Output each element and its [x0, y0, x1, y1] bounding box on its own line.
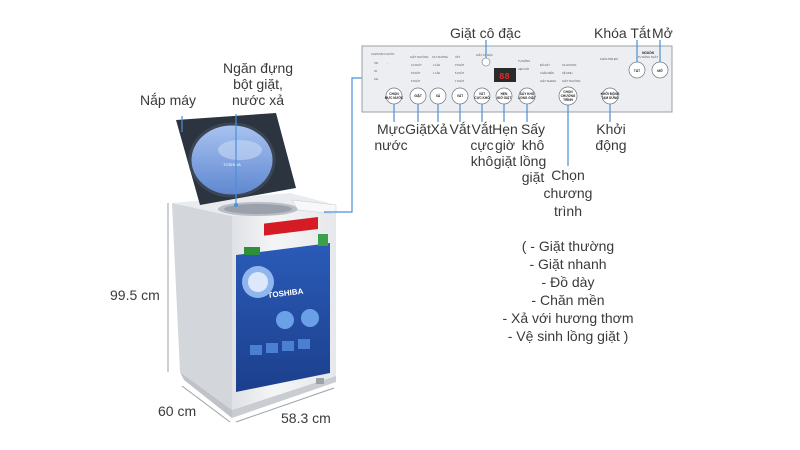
svg-text:KHÓA TRẺ EM: KHÓA TRẺ EM — [600, 56, 618, 61]
program-item: - Chăn mền — [531, 292, 605, 308]
water-level-label: Mực nước — [374, 121, 408, 153]
program-item: - Đồ dày — [541, 274, 595, 290]
svg-text:XẢ THƯỜNG: XẢ THƯỜNG — [432, 54, 448, 59]
spin-label: Vắt — [449, 121, 471, 137]
svg-text:XẢ HƯƠNG: XẢ HƯƠNG — [562, 62, 576, 67]
svg-text:78L: 78L — [374, 61, 379, 65]
power-off-button[interactable]: TẮT — [628, 61, 646, 79]
svg-text:MỰC NƯỚC: MỰC NƯỚC — [385, 95, 404, 100]
svg-text:XẢ: XẢ — [436, 93, 441, 98]
svg-text:9 PHÚT: 9 PHÚT — [455, 62, 465, 67]
svg-text:6 PHÚT: 6 PHÚT — [411, 78, 421, 83]
program-item: ( - Giặt thường — [521, 238, 615, 254]
svg-text:2 LẦN: 2 LẦN — [433, 63, 440, 67]
program-select-label: Chọn chương trình — [543, 167, 593, 219]
svg-text:SẤY KHÔ: SẤY KHÔ — [520, 91, 535, 96]
svg-text:VẮT: VẮT — [479, 91, 485, 96]
svg-text:LỒNG GIẶT: LỒNG GIẶT — [518, 95, 536, 100]
power-off-label: Khóa Tắt — [594, 25, 651, 41]
height-label: 99.5 cm — [110, 287, 160, 303]
svg-text:1 PHÚT: 1 PHÚT — [455, 78, 465, 83]
svg-text:TẮT: TẮT — [634, 68, 640, 73]
svg-text:TỰ ĐỘNG: TỰ ĐỘNG — [518, 58, 530, 63]
program-item: - Vệ sinh lồng giặt ) — [507, 328, 629, 344]
panel-display-digits: 88 — [499, 72, 510, 82]
timer-label: Hẹn giờ giặt — [492, 121, 518, 169]
program-list: ( - Giặt thường - Giặt nhanh - Đồ dày - … — [498, 237, 638, 345]
svg-text:NGUỒN: NGUỒN — [642, 50, 655, 55]
svg-text:GIẶT NHANH: GIẶT NHANH — [540, 79, 556, 83]
machine-control-strip — [291, 199, 337, 215]
svg-text:VẮT: VẮT — [457, 93, 463, 98]
depth-dimension-line — [181, 385, 231, 423]
svg-text:VỆ SINH: VỆ SINH — [562, 70, 573, 75]
svg-text:TỰ ĐỘNG NGẮT: TỰ ĐỘNG NGẮT — [638, 54, 659, 59]
lid-label: Nắp máy — [140, 92, 197, 108]
detergent-label: Ngăn đựng bột giặt, nước xả — [222, 60, 294, 108]
concentrated-wash-button — [481, 57, 491, 67]
svg-text:12 PHÚT: 12 PHÚT — [411, 62, 422, 67]
extra-spin-button[interactable]: VẮT CỰC KHÔ — [473, 87, 491, 105]
panel-setting-text: CHỌN MỰC NƯỚC 78L 45 24L ... GIẶT THƯỜNG… — [371, 51, 580, 83]
panel-leaders — [393, 40, 661, 166]
svg-text:HẸN GIỜ: HẸN GIỜ — [518, 66, 530, 71]
rinse-button[interactable]: XẢ — [429, 87, 447, 105]
panel-callout-leader — [324, 77, 362, 213]
rinse-label: Xả — [430, 121, 448, 137]
start-pause-button[interactable]: KHÓA TRẺ EM KHỞI ĐỘNG TẠM DỪNG — [600, 56, 620, 105]
svg-text:24L: 24L — [374, 77, 379, 81]
svg-text:TẠM DỪNG: TẠM DỪNG — [601, 95, 619, 100]
svg-text:GIỜ GIẶT: GIỜ GIẶT — [497, 95, 512, 100]
svg-text:...: ... — [386, 62, 388, 65]
svg-text:CHỌN MỰC NƯỚC: CHỌN MỰC NƯỚC — [371, 51, 395, 56]
svg-text:ĐỒ DÀY: ĐỒ DÀY — [540, 62, 550, 67]
width-label: 58.3 cm — [281, 410, 331, 426]
svg-text:TOSHIBA: TOSHIBA — [223, 162, 241, 167]
svg-text:45: 45 — [374, 69, 377, 73]
power-area: NGUỒN TỰ ĐỘNG NGẮT — [638, 50, 659, 59]
svg-text:CỰC KHÔ: CỰC KHÔ — [474, 95, 490, 100]
svg-text:CHỌN: CHỌN — [563, 90, 573, 94]
power-on-button[interactable]: MỞ — [651, 61, 669, 79]
energy-label — [244, 247, 260, 255]
svg-text:CHƯƠNG: CHƯƠNG — [561, 94, 576, 98]
svg-text:TRÌNH: TRÌNH — [563, 97, 573, 102]
machine-side-panel — [172, 203, 232, 410]
spin-button[interactable]: VẮT — [451, 87, 469, 105]
wash-button[interactable]: GIẶT — [409, 87, 427, 105]
power-on-label: Mở — [652, 25, 673, 41]
svg-text:GIẶT THƯỜNG: GIẶT THƯỜNG — [410, 54, 428, 59]
program-item: - Xả với hương thơm — [502, 310, 634, 326]
panel-display — [494, 68, 516, 82]
program-item: - Giặt nhanh — [529, 256, 607, 272]
svg-text:HẸN: HẸN — [501, 92, 508, 96]
svg-text:VẮT: VẮT — [455, 54, 460, 59]
svg-text:GIẶT THƯỜNG: GIẶT THƯỜNG — [562, 78, 580, 83]
concentrated-wash-label: Giặt cô đặc — [450, 25, 521, 41]
program-select-button[interactable]: CHỌN CHƯƠNG TRÌNH — [558, 86, 578, 106]
brand-logo-front: TOSHIBA — [267, 287, 304, 300]
svg-text:CHỌN: CHỌN — [389, 92, 399, 96]
svg-text:KHỞI ĐỘNG: KHỞI ĐỘNG — [601, 91, 620, 96]
svg-text:GIẶT: GIẶT — [414, 93, 422, 98]
svg-text:8 PHÚT: 8 PHÚT — [411, 70, 421, 75]
start-label: Khởi động — [595, 121, 627, 153]
tub-dry-label: Sấy khô lồng giặt — [519, 121, 547, 185]
extra-spin-label: Vắt cực khô — [470, 121, 494, 169]
control-panel — [361, 45, 673, 113]
depth-label: 60 cm — [158, 403, 197, 419]
svg-text:MỞ: MỞ — [657, 68, 663, 73]
wash-label: Giặt — [405, 121, 431, 137]
svg-text:1 LẦN: 1 LẦN — [433, 71, 440, 75]
timer-button[interactable]: HẸN GIỜ GIẶT — [495, 87, 513, 105]
panel-concentrated-label: GIẶT CÔ ĐẶC — [476, 52, 493, 57]
svg-text:5 PHÚT: 5 PHÚT — [455, 70, 465, 75]
svg-text:CHĂN MỀN: CHĂN MỀN — [540, 70, 554, 75]
machine-base — [180, 372, 232, 418]
width-dimension-line — [235, 387, 335, 423]
